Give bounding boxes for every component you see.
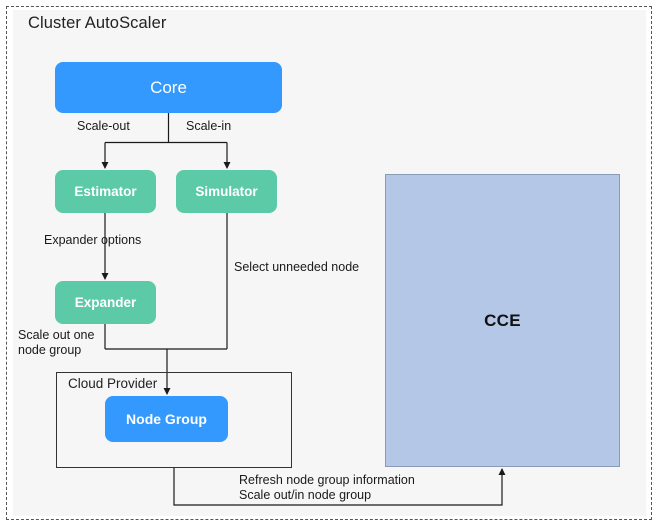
node-core[interactable]: Core <box>55 62 282 113</box>
edge-label-scale-out: Scale-out <box>77 119 130 133</box>
edge-label-select-unneeded-node: Select unneeded node <box>234 260 360 274</box>
edge-label-expander-options: Expander options <box>44 233 142 247</box>
node-estimator-label: Estimator <box>74 184 137 199</box>
node-node-group[interactable]: Node Group <box>105 396 228 442</box>
page-title: Cluster AutoScaler <box>28 14 167 32</box>
node-group-label: Node Group <box>126 411 207 427</box>
cloud-provider-label: Cloud Provider <box>68 376 158 391</box>
cloud-provider-container <box>56 372 292 468</box>
node-expander-label: Expander <box>74 295 137 310</box>
node-estimator[interactable]: Estimator <box>55 170 156 213</box>
node-core-label: Core <box>150 77 187 97</box>
node-expander[interactable]: Expander <box>55 281 156 324</box>
edge-label-scale-in: Scale-in <box>186 119 232 133</box>
cce-block[interactable]: CCE <box>385 174 620 467</box>
cce-label: CCE <box>484 310 521 330</box>
node-simulator[interactable]: Simulator <box>176 170 277 213</box>
cluster-autoscaler-boundary <box>6 6 652 520</box>
node-simulator-label: Simulator <box>195 184 258 199</box>
edge-label-scale-out-one-node-group: Scale out one node group <box>18 328 95 357</box>
edge-label-refresh-scale: Refresh node group information Scale out… <box>239 473 415 502</box>
